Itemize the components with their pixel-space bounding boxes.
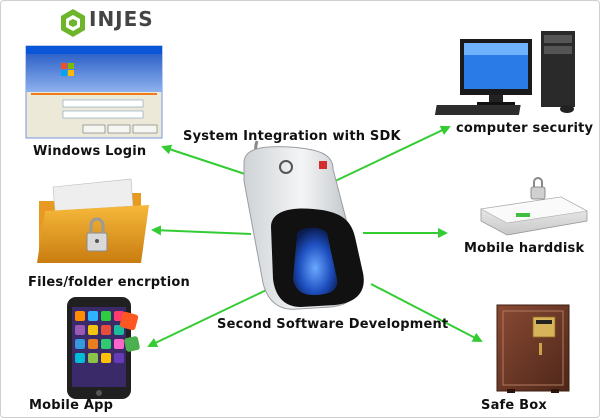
label-files-folder: Files/folder encrption bbox=[28, 275, 190, 290]
arrow-files-folder bbox=[153, 230, 251, 234]
brand-logo-text: INJES bbox=[89, 7, 154, 31]
arrow-safe-box bbox=[371, 284, 481, 341]
external-harddisk-image bbox=[481, 178, 587, 235]
label-safe-box: Safe Box bbox=[481, 398, 547, 413]
label-windows-login: Windows Login bbox=[33, 144, 146, 159]
injes-logo-icon bbox=[61, 9, 85, 37]
arrow-mobile-app bbox=[149, 284, 279, 346]
fingerprint-reader-image bbox=[244, 141, 364, 309]
label-system-integration: System Integration with SDK bbox=[183, 129, 401, 144]
label-second-software: Second Software Development bbox=[217, 317, 448, 332]
encrypted-folder-image bbox=[37, 179, 149, 263]
windows-login-image bbox=[26, 46, 162, 138]
arrow-windows-login bbox=[163, 147, 251, 176]
label-mobile-app: Mobile App bbox=[29, 398, 113, 413]
label-mobile-harddisk: Mobile harddisk bbox=[464, 241, 584, 256]
padlock-icon bbox=[531, 178, 545, 199]
safe-box-image bbox=[497, 305, 569, 393]
desktop-computer-image bbox=[435, 31, 575, 115]
smartphone-image bbox=[67, 297, 140, 399]
label-computer-security: computer security bbox=[456, 121, 593, 136]
